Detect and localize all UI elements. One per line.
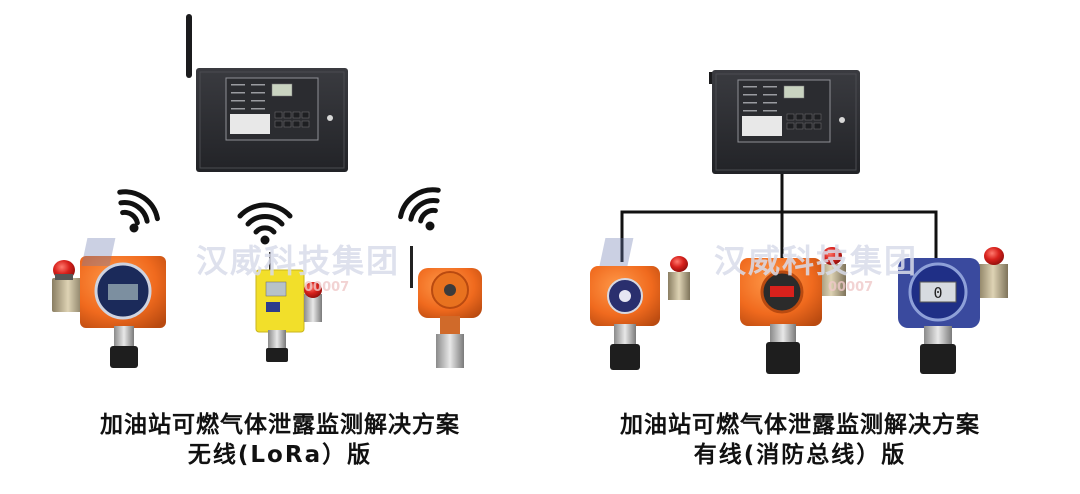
left-caption-subtitle: 无线(LoRa）版 xyxy=(187,442,373,468)
left-caption: 加油站可燃气体泄露监测解决方案 无线(LoRa）版 xyxy=(40,410,520,470)
right-watermark-sub: 00007 xyxy=(828,280,874,295)
bus-wiring xyxy=(620,174,938,270)
left-detector-yellow xyxy=(255,252,322,362)
left-controller xyxy=(186,14,348,172)
right-controller xyxy=(709,70,860,174)
right-watermark-text: 汉威科技集团 xyxy=(714,242,919,280)
right-detector-3: 0 xyxy=(898,247,1008,374)
left-detector-orange-square xyxy=(52,256,166,368)
wifi-icon xyxy=(398,187,441,231)
controller-lcd xyxy=(271,83,293,97)
right-watermark-logo xyxy=(599,238,634,266)
right-caption-subtitle: 有线(消防总线）版 xyxy=(693,442,907,468)
left-detector-orange-round xyxy=(410,246,482,368)
right-caption-title: 加油站可燃气体泄露监测解决方案 xyxy=(620,412,980,438)
right-detector-1 xyxy=(590,256,690,370)
right-caption: 加油站可燃气体泄露监测解决方案 有线(消防总线）版 xyxy=(560,410,1040,470)
detector-display-value: 0 xyxy=(933,284,942,302)
left-watermark-logo xyxy=(81,238,116,266)
wifi-icon xyxy=(237,202,293,245)
antenna xyxy=(186,14,192,78)
left-watermark-sub: 00007 xyxy=(304,280,350,295)
wifi-icon xyxy=(117,189,160,233)
left-watermark-text: 汉威科技集团 xyxy=(196,242,401,280)
left-caption-title: 加油站可燃气体泄露监测解决方案 xyxy=(100,412,460,438)
right-detector-2 xyxy=(740,247,846,374)
controller-lcd xyxy=(783,85,805,99)
